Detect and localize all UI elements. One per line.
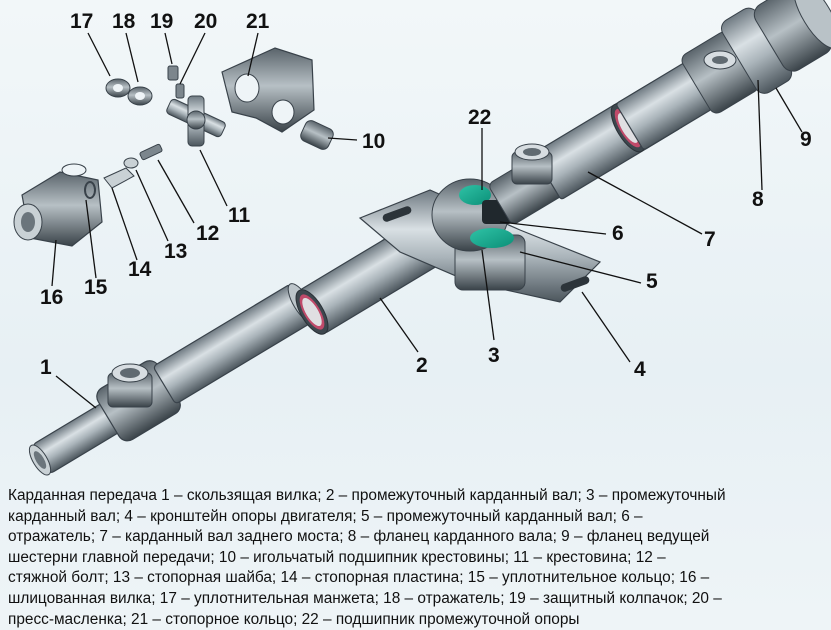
caption-line: стяжной болт; 13 – стопорная шайба; 14 –… <box>8 569 710 587</box>
callout-5: 5 <box>646 270 658 293</box>
callout-13: 13 <box>164 240 187 263</box>
sliding-yoke-shaft <box>28 283 316 476</box>
seal-and-reflector <box>105 78 153 106</box>
callout-20: 20 <box>194 10 217 33</box>
callout-16: 16 <box>40 286 63 309</box>
callout-labels: 1 2 3 4 5 6 7 8 9 10 11 12 13 14 15 16 1… <box>40 10 812 381</box>
caption-line: пресс-масленка; 21 – стопорное кольцо; 2… <box>8 610 580 628</box>
callout-7: 7 <box>704 228 716 251</box>
caption-line: шлицованная вилка; 17 – уплотнительная м… <box>8 589 722 607</box>
callout-19: 19 <box>150 10 173 33</box>
retaining-ring-yoke <box>221 47 315 133</box>
flange-assembly <box>610 0 831 153</box>
driveshaft-diagram: 1 2 3 4 5 6 7 8 9 10 11 12 13 14 15 16 1… <box>13 0 831 476</box>
figure-caption: Карданная передача 1 – скользящая вилка;… <box>8 486 826 630</box>
callout-21: 21 <box>246 10 270 33</box>
callout-14: 14 <box>128 258 152 281</box>
callout-11: 11 <box>228 204 251 227</box>
callout-1: 1 <box>40 356 52 379</box>
callout-15: 15 <box>84 276 108 299</box>
callout-17: 17 <box>70 10 93 33</box>
callout-3: 3 <box>488 344 500 367</box>
callout-18: 18 <box>112 10 136 33</box>
callout-22: 22 <box>468 106 491 129</box>
caption-line: карданный вал; 4 – кронштейн опоры двига… <box>8 507 643 525</box>
callout-4: 4 <box>634 358 646 381</box>
needle-bearing <box>300 120 334 150</box>
caption-line: шестерни главной передачи; 10 – игольчат… <box>8 548 666 566</box>
callout-9: 9 <box>800 128 812 151</box>
splined-yoke <box>13 163 103 247</box>
caption-line: Карданная передача 1 – скользящая вилка;… <box>8 487 726 504</box>
cross-spider <box>166 95 226 147</box>
callout-8: 8 <box>752 188 764 211</box>
caption-line: отражатель; 7 – карданный вал заднего мо… <box>8 528 710 546</box>
callout-2: 2 <box>416 354 428 377</box>
bolt-washer-plate <box>103 143 163 189</box>
leader-lines <box>51 32 803 409</box>
callout-12: 12 <box>196 222 219 245</box>
callout-10: 10 <box>362 130 385 153</box>
grease-fitting <box>167 65 185 99</box>
callout-6: 6 <box>612 222 624 245</box>
